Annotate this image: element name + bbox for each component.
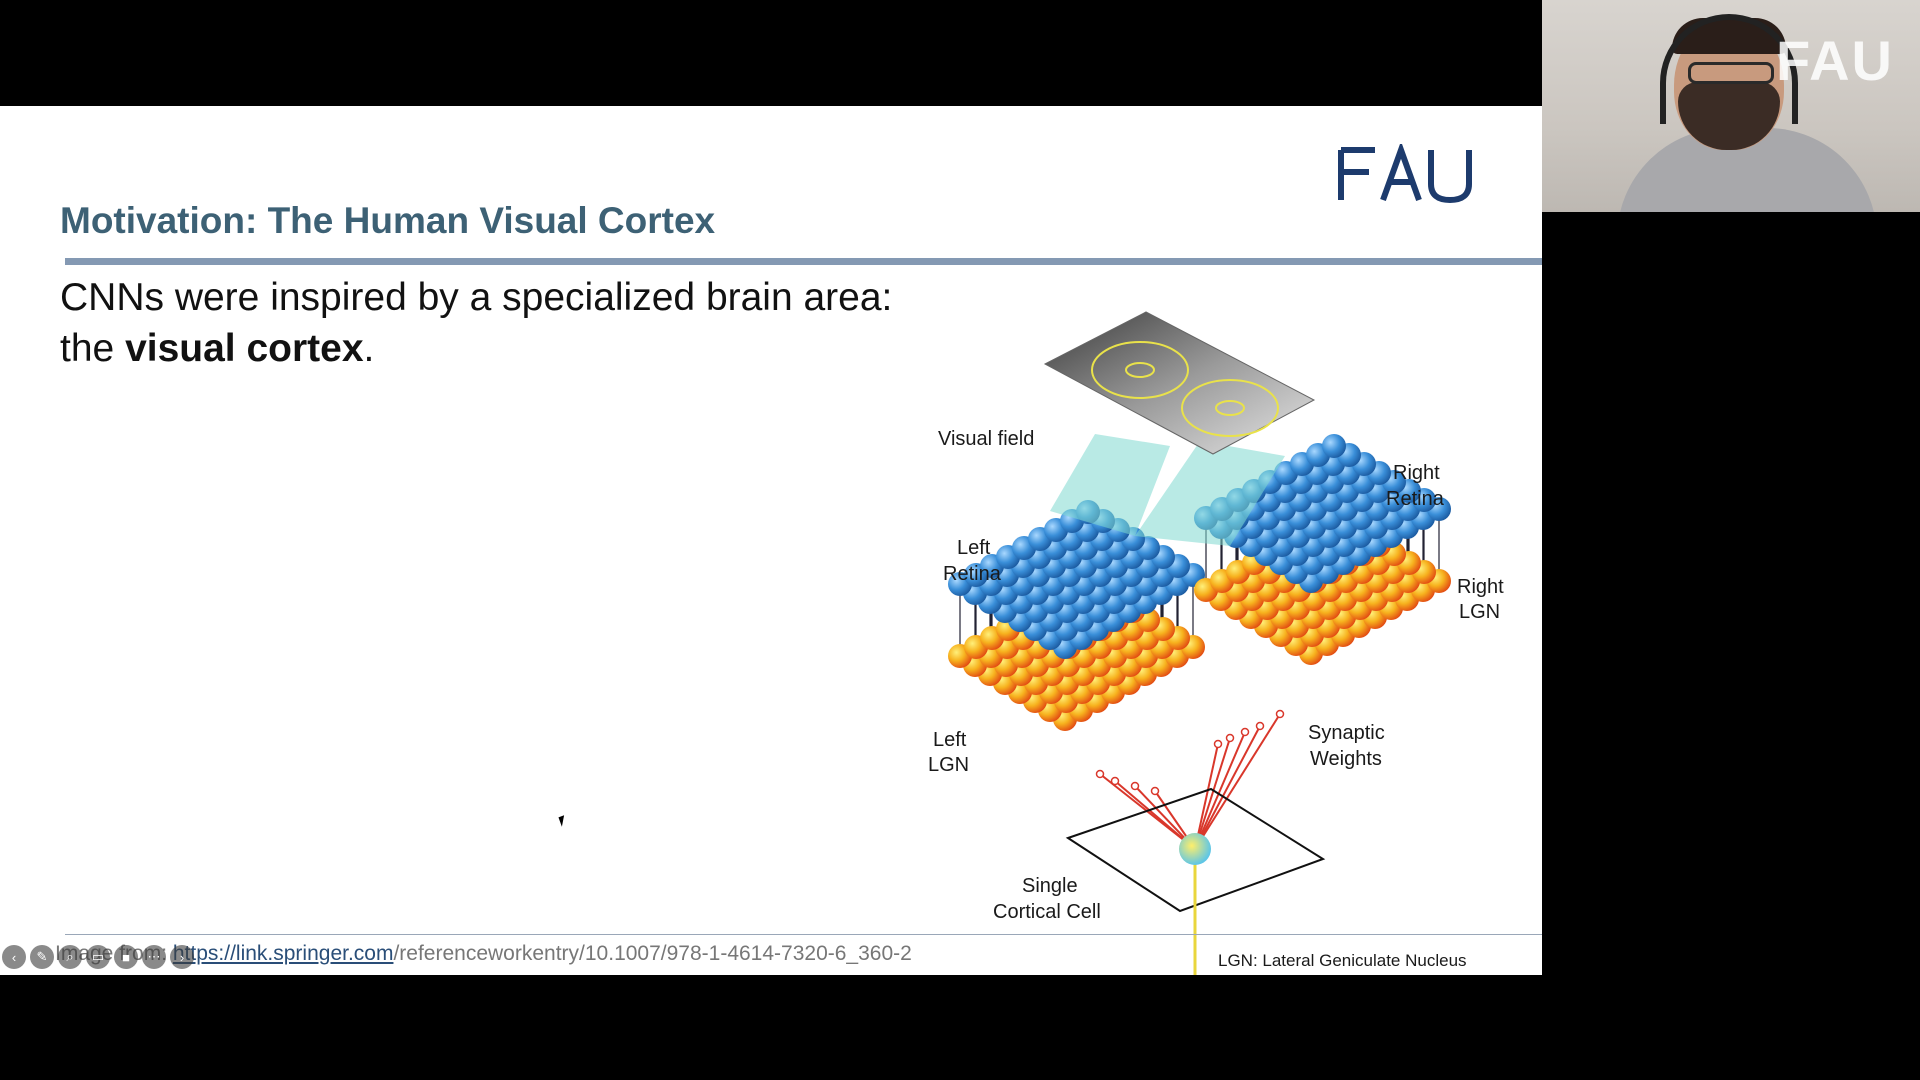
synapse-line bbox=[1194, 713, 1281, 850]
label-left-lgn-1: Left bbox=[933, 729, 967, 751]
synapse-line bbox=[1194, 743, 1219, 850]
synapse-node bbox=[1275, 709, 1285, 719]
screen-icon[interactable]: ■ bbox=[114, 945, 138, 969]
synapse-node bbox=[1225, 733, 1235, 743]
label-left-lgn-2: LGN bbox=[928, 754, 969, 776]
label-synaptic-2: Weights bbox=[1310, 748, 1382, 770]
synapse-node bbox=[1213, 739, 1223, 749]
more-icon[interactable]: ⋯ bbox=[142, 945, 166, 969]
label-right-retina-1: Right bbox=[1393, 462, 1440, 484]
forward-icon[interactable]: › bbox=[170, 945, 194, 969]
body-line-2-suffix: . bbox=[363, 327, 375, 370]
label-left-retina-2: Retina bbox=[943, 563, 1002, 585]
visual-field-image bbox=[1043, 311, 1316, 455]
label-right-retina-2: Retina bbox=[1386, 488, 1445, 510]
synapse-line bbox=[1194, 731, 1246, 850]
label-visual-field: Visual field bbox=[938, 428, 1034, 450]
presenter-webcam: FAU bbox=[1542, 0, 1920, 212]
webcam-fau-overlay: FAU bbox=[1776, 29, 1894, 92]
right-visual-beam bbox=[1135, 441, 1285, 546]
label-synaptic-1: Synaptic bbox=[1308, 722, 1385, 744]
body-line-2: the visual cortex. bbox=[60, 323, 892, 374]
mouse-cursor bbox=[558, 815, 568, 827]
slide-body: CNNs were inspired by a specialized brai… bbox=[60, 272, 892, 374]
cortical-receptive-field bbox=[1065, 787, 1326, 913]
fau-logo-f bbox=[1338, 147, 1375, 200]
label-lgn-legend: LGN: Lateral Geniculate Nucleus bbox=[1218, 951, 1467, 970]
body-line-2-bold: visual cortex bbox=[125, 327, 364, 370]
fau-logo-a bbox=[1380, 144, 1422, 202]
image-credit-prefix: Image from: bbox=[55, 942, 167, 965]
body-line-1: CNNs were inspired by a specialized brai… bbox=[60, 276, 893, 319]
synapse-node bbox=[1240, 727, 1250, 737]
label-left-retina-1: Left bbox=[957, 537, 991, 559]
synapse-node bbox=[1150, 786, 1160, 796]
retina-neuron bbox=[1322, 434, 1346, 458]
synapse-node bbox=[1095, 769, 1105, 779]
label-cortical-2: Cortical Cell bbox=[993, 901, 1101, 923]
fau-logo-u bbox=[1428, 150, 1472, 204]
presentation-slide: Motivation: The Human Visual Cortex CNNs… bbox=[0, 106, 1542, 975]
visual-field-receptive-circles bbox=[1091, 341, 1279, 437]
image-credit-link[interactable]: https://link.springer.com bbox=[172, 942, 394, 965]
captions-icon[interactable]: ▭ bbox=[86, 945, 110, 969]
synapse-line bbox=[1114, 780, 1196, 850]
left-visual-beam bbox=[1050, 434, 1170, 536]
synaptic-connections bbox=[1095, 709, 1285, 850]
synapse-line bbox=[1194, 725, 1261, 850]
pen-icon[interactable]: ✎ bbox=[30, 945, 54, 969]
label-right-lgn-2: LGN bbox=[1459, 601, 1500, 623]
title-divider bbox=[65, 258, 1542, 265]
visual-cortex-figure: Visual field Right Retina Left Retina Ri… bbox=[928, 311, 1504, 975]
synapse-line bbox=[1194, 737, 1231, 850]
slide-title: Motivation: The Human Visual Cortex bbox=[60, 200, 716, 241]
label-right-lgn-1: Right bbox=[1457, 576, 1504, 598]
label-cortical-1: Single bbox=[1022, 875, 1078, 897]
zoom-icon[interactable]: ⌕ bbox=[58, 945, 82, 969]
presenter-headset bbox=[1660, 14, 1798, 124]
fau-logo bbox=[1338, 144, 1472, 204]
synapse-node bbox=[1130, 781, 1140, 791]
back-icon[interactable]: ‹ bbox=[2, 945, 26, 969]
body-line-2-prefix: the bbox=[60, 327, 126, 370]
image-credit-suffix: /referenceworkentry/10.1007/978-1-4614-7… bbox=[393, 942, 912, 965]
presentation-toolbar: ‹ ✎ ⌕ ▭ ■ ⋯ › bbox=[2, 945, 194, 969]
footer-divider bbox=[65, 934, 1542, 935]
synapse-node bbox=[1255, 721, 1265, 731]
synapse-node bbox=[1110, 776, 1120, 786]
single-cortical-cell bbox=[1179, 833, 1211, 865]
image-credit: Image from: https://link.springer.com/re… bbox=[55, 942, 912, 966]
